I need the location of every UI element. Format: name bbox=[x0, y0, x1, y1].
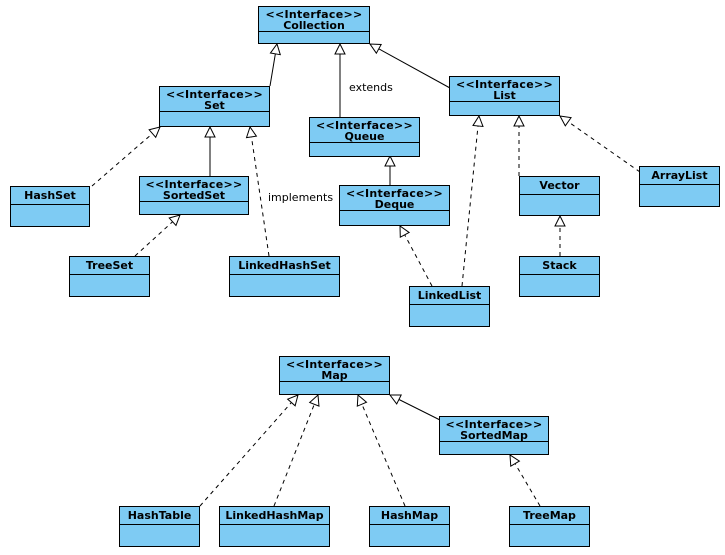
treeset-name: TreeSet bbox=[85, 259, 134, 272]
linkedhashmap-name: LinkedHashMap bbox=[225, 509, 324, 522]
collection-interface-box[interactable]: <<Interface>> Collection bbox=[258, 6, 370, 44]
hashmap-name: HashMap bbox=[380, 509, 439, 522]
set-interface-box[interactable]: <<Interface>> Set bbox=[159, 86, 270, 127]
set-name: Set bbox=[204, 99, 225, 112]
sortedmap-interface-box[interactable]: <<Interface>> SortedMap bbox=[439, 416, 549, 455]
treeset-header: TreeSet bbox=[70, 257, 149, 275]
edge-linkedlist-list bbox=[461, 116, 479, 287]
set-header: <<Interface>> Set bbox=[160, 87, 269, 112]
deque-header: <<Interface>> Deque bbox=[340, 186, 449, 211]
edge-hashset-set bbox=[91, 127, 160, 187]
stereotype-label: <<Interface>> bbox=[315, 119, 414, 132]
edge-set-collection bbox=[269, 44, 277, 87]
treeset-class-box[interactable]: TreeSet bbox=[69, 256, 150, 297]
deque-name: Deque bbox=[374, 198, 415, 211]
hashset-class-box[interactable]: HashSet bbox=[10, 186, 90, 227]
sortedmap-name: SortedMap bbox=[460, 429, 528, 442]
linkedhashset-class-box[interactable]: LinkedHashSet bbox=[229, 256, 340, 297]
edge-sortedmap-map bbox=[390, 395, 441, 421]
stereotype-label: <<Interface>> bbox=[455, 78, 554, 91]
list-interface-box[interactable]: <<Interface>> List bbox=[449, 76, 560, 116]
sortedmap-header: <<Interface>> SortedMap bbox=[440, 417, 548, 442]
stereotype-label: <<Interface>> bbox=[145, 178, 243, 191]
edge-linkedhashmap-map bbox=[273, 395, 318, 507]
hashmap-class-box[interactable]: HashMap bbox=[369, 506, 450, 547]
implements-label: implements bbox=[268, 191, 334, 204]
vector-header: Vector bbox=[520, 177, 599, 195]
arraylist-name: ArrayList bbox=[651, 169, 708, 182]
treemap-class-box[interactable]: TreeMap bbox=[509, 506, 590, 547]
deque-interface-box[interactable]: <<Interface>> Deque bbox=[339, 185, 450, 226]
arraylist-class-box[interactable]: ArrayList bbox=[639, 166, 720, 207]
treemap-name: TreeMap bbox=[523, 509, 576, 522]
edge-list-collection bbox=[370, 44, 451, 89]
linkedhashset-name: LinkedHashSet bbox=[238, 259, 331, 272]
hashset-header: HashSet bbox=[11, 187, 89, 205]
hashmap-header: HashMap bbox=[370, 507, 449, 525]
linkedhashmap-class-box[interactable]: LinkedHashMap bbox=[219, 506, 330, 547]
queue-name: Queue bbox=[344, 130, 385, 143]
hashtable-header: HashTable bbox=[120, 507, 199, 525]
vector-name: Vector bbox=[539, 179, 580, 192]
stack-header: Stack bbox=[520, 257, 599, 275]
linkedlist-header: LinkedList bbox=[410, 287, 489, 305]
stereotype-label: <<Interface>> bbox=[265, 8, 363, 21]
map-interface-box[interactable]: <<Interface>> Map bbox=[279, 356, 390, 395]
hashset-name: HashSet bbox=[24, 189, 76, 202]
hashtable-name: HashTable bbox=[127, 509, 192, 522]
sortedset-interface-box[interactable]: <<Interface>> SortedSet bbox=[139, 176, 249, 215]
list-name: List bbox=[493, 89, 516, 102]
linkedlist-class-box[interactable]: LinkedList bbox=[409, 286, 490, 327]
sortedset-name: SortedSet bbox=[162, 189, 226, 202]
stereotype-label: <<Interface>> bbox=[345, 187, 444, 200]
treemap-header: TreeMap bbox=[510, 507, 589, 525]
vector-class-box[interactable]: Vector bbox=[519, 176, 600, 216]
map-header: <<Interface>> Map bbox=[280, 357, 389, 382]
edge-treemap-sortedmap bbox=[510, 455, 541, 507]
stereotype-label: <<Interface>> bbox=[445, 418, 543, 431]
edge-linkedhashset-set bbox=[250, 127, 270, 257]
edge-hashmap-map bbox=[358, 395, 406, 507]
stereotype-label: <<Interface>> bbox=[285, 358, 384, 371]
stack-class-box[interactable]: Stack bbox=[519, 256, 600, 297]
collection-name: Collection bbox=[283, 19, 345, 32]
linkedlist-name: LinkedList bbox=[417, 289, 482, 302]
map-name: Map bbox=[321, 369, 348, 382]
extends-label: extends bbox=[349, 81, 393, 94]
stereotype-label: <<Interface>> bbox=[165, 88, 264, 101]
sortedset-header: <<Interface>> SortedSet bbox=[140, 177, 248, 202]
linkedhashmap-header: LinkedHashMap bbox=[220, 507, 329, 525]
edge-hashtable-map bbox=[199, 395, 298, 507]
edge-linkedlist-deque bbox=[400, 226, 433, 287]
edge-treeset-sortedset bbox=[134, 215, 180, 257]
stack-name: Stack bbox=[542, 259, 577, 272]
arraylist-header: ArrayList bbox=[640, 167, 719, 185]
hashtable-class-box[interactable]: HashTable bbox=[119, 506, 200, 547]
queue-header: <<Interface>> Queue bbox=[310, 118, 419, 143]
edge-arraylist-list bbox=[560, 116, 641, 173]
queue-interface-box[interactable]: <<Interface>> Queue bbox=[309, 117, 420, 157]
list-header: <<Interface>> List bbox=[450, 77, 559, 102]
linkedhashset-header: LinkedHashSet bbox=[230, 257, 339, 275]
collection-header: <<Interface>> Collection bbox=[259, 7, 369, 32]
